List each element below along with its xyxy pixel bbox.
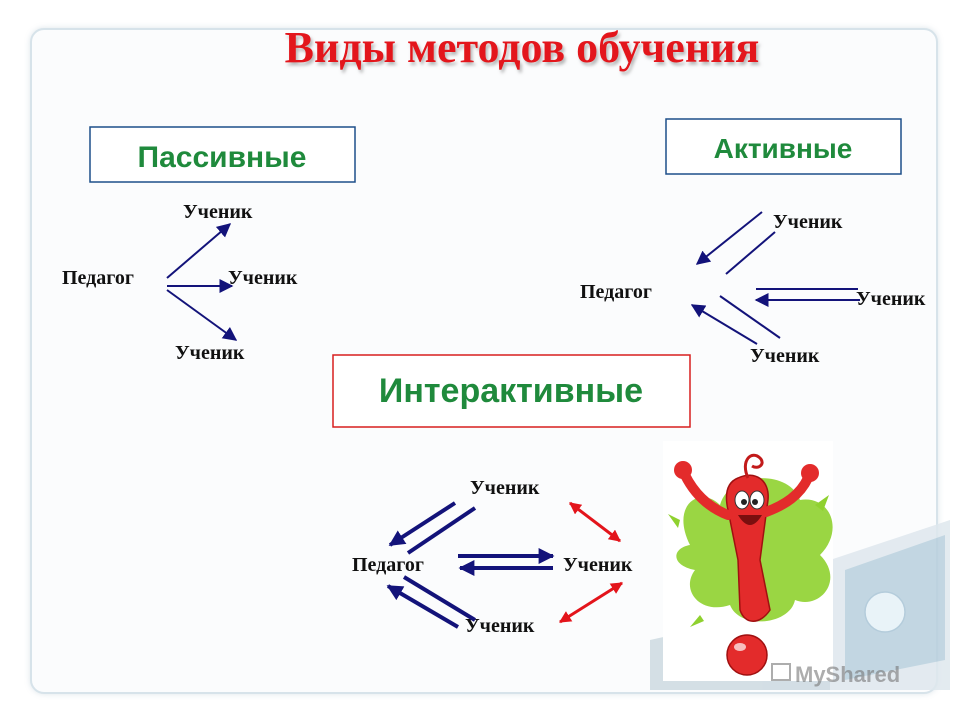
active-student-bottom: Ученик bbox=[750, 345, 820, 367]
interactive-red-arrow-top bbox=[569, 501, 621, 543]
passive-student-bottom: Ученик bbox=[175, 342, 245, 364]
passive-student-top: Ученик bbox=[183, 201, 253, 223]
watermark: MyShared bbox=[771, 662, 900, 687]
active-label-box bbox=[665, 118, 902, 175]
passive-student-mid: Ученик bbox=[228, 267, 298, 289]
active-student-top: Ученик bbox=[773, 211, 843, 233]
passive-label-box bbox=[89, 126, 356, 183]
passive-arrow-top bbox=[166, 223, 232, 279]
character-body bbox=[725, 474, 771, 622]
passive-arrow-bottom bbox=[166, 289, 238, 341]
interactive-student-bottom: Ученик bbox=[465, 615, 535, 637]
page-title: Виды методов обучения bbox=[285, 23, 760, 72]
interactive-label: Интерактивные bbox=[379, 372, 643, 410]
active-label: Активные bbox=[714, 133, 853, 164]
active-arrow-top-in bbox=[695, 211, 763, 265]
red-ball bbox=[726, 634, 768, 676]
interactive-red-arrow-bottom bbox=[558, 581, 624, 624]
active-student-right: Ученик bbox=[856, 288, 926, 310]
watermark-text: MyShared bbox=[795, 662, 900, 687]
interactive-section: Интерактивные Педагог Ученик Ученик Учен… bbox=[332, 354, 691, 637]
active-teacher: Педагог bbox=[580, 281, 652, 303]
passive-label: Пассивные bbox=[138, 141, 307, 174]
active-arrow-bottom-out bbox=[719, 295, 781, 339]
active-arrow-bottom-in bbox=[690, 304, 758, 345]
active-section: Активные Педагог Ученик Ученик Ученик bbox=[580, 118, 926, 367]
interactive-arrow-bottom-in bbox=[386, 584, 460, 629]
passive-section: Пассивные Педагог Ученик Ученик Ученик bbox=[62, 126, 356, 364]
interactive-arrow-bottom-out bbox=[402, 575, 477, 622]
interactive-label-box bbox=[332, 354, 691, 428]
active-arrow-top-out bbox=[725, 231, 776, 275]
interactive-teacher: Педагог bbox=[352, 554, 424, 576]
interactive-arrow-top-in bbox=[388, 501, 457, 547]
interactive-arrow-top-out bbox=[406, 506, 477, 555]
passive-teacher: Педагог bbox=[62, 267, 134, 289]
interactive-student-right: Ученик bbox=[563, 554, 633, 576]
interactive-student-top: Ученик bbox=[470, 477, 540, 499]
cartoon-character bbox=[663, 441, 833, 681]
